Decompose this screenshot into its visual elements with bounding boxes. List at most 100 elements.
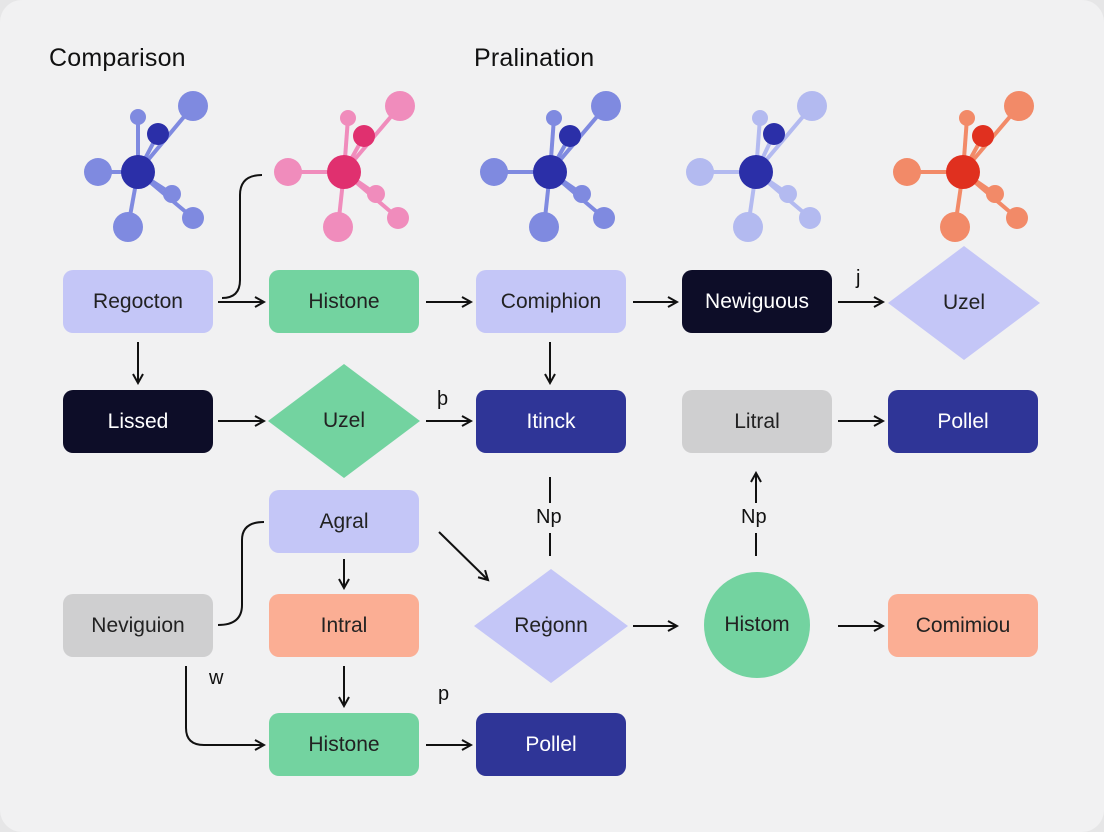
node-histone-top-label: Histone bbox=[308, 289, 380, 313]
node-histone-bottom-label: Histone bbox=[308, 732, 380, 756]
atom bbox=[797, 91, 827, 121]
atom bbox=[323, 212, 353, 242]
atom bbox=[893, 158, 921, 186]
molecule-red-icon bbox=[893, 91, 1034, 242]
node-pollel-right[interactable]: Pollel bbox=[888, 390, 1038, 453]
atom bbox=[752, 110, 768, 126]
node-histone-bottom[interactable]: Histone bbox=[269, 713, 419, 776]
node-uzel-right[interactable]: Uzel bbox=[888, 246, 1040, 360]
node-comiphion[interactable]: Comiphion bbox=[476, 270, 626, 333]
atom bbox=[940, 212, 970, 242]
node-lissed[interactable]: Lissed bbox=[63, 390, 213, 453]
node-lissed-label: Lissed bbox=[107, 409, 169, 433]
atom bbox=[340, 110, 356, 126]
node-histom[interactable]: Histom bbox=[704, 572, 810, 678]
node-uzel-right-label: Uzel bbox=[942, 291, 985, 314]
node-newiguous[interactable]: Newiguous bbox=[682, 270, 832, 333]
node-comimiou-label: Comimiou bbox=[915, 613, 1011, 637]
atom bbox=[573, 185, 591, 203]
atom bbox=[480, 158, 508, 186]
node-agral[interactable]: Agral bbox=[269, 490, 419, 553]
node-uzel-green-label: Uzel bbox=[322, 409, 365, 432]
molecule-blue-3-icon bbox=[686, 91, 827, 242]
molecule-blue-1-icon bbox=[84, 91, 208, 242]
atom bbox=[529, 212, 559, 242]
node-agral-label: Agral bbox=[319, 509, 369, 533]
node-histom-label: Histom bbox=[724, 613, 790, 636]
node-uzel-green[interactable]: Uzel bbox=[268, 364, 420, 478]
secondary-core-atom bbox=[763, 123, 785, 145]
core-atom bbox=[739, 155, 773, 189]
edge-label-w: w bbox=[209, 667, 224, 689]
secondary-core-atom bbox=[353, 125, 375, 147]
node-histone-top[interactable]: Histone bbox=[269, 270, 419, 333]
atom bbox=[686, 158, 714, 186]
atom bbox=[733, 212, 763, 242]
atom bbox=[959, 110, 975, 126]
node-itinck[interactable]: Itinck bbox=[476, 390, 626, 453]
molecule-row bbox=[84, 91, 1034, 242]
node-comimiou[interactable]: Comimiou bbox=[888, 594, 1038, 657]
atom bbox=[163, 185, 181, 203]
node-litral[interactable]: Litral bbox=[682, 390, 832, 453]
edge-neviguion-agral bbox=[217, 521, 265, 626]
atom bbox=[130, 109, 146, 125]
node-pollel-bottom-label: Pollel bbox=[525, 732, 577, 756]
secondary-core-atom bbox=[147, 123, 169, 145]
node-comiphion-label: Comiphion bbox=[500, 289, 602, 313]
atom bbox=[113, 212, 143, 242]
edge-neviguion-histone bbox=[185, 666, 264, 745]
secondary-core-atom bbox=[972, 125, 994, 147]
atom bbox=[593, 207, 615, 229]
edge-agral-regonn bbox=[438, 531, 488, 580]
atom bbox=[799, 207, 821, 229]
node-pollel-right-label: Pollel bbox=[937, 409, 989, 433]
node-litral-label: Litral bbox=[734, 409, 780, 433]
secondary-core-atom bbox=[559, 125, 581, 147]
node-itinck-label: Itinck bbox=[526, 409, 576, 433]
atom bbox=[591, 91, 621, 121]
atom bbox=[178, 91, 208, 121]
diamond-shape bbox=[474, 569, 628, 683]
diamond-shape bbox=[888, 246, 1040, 360]
atom bbox=[385, 91, 415, 121]
edge-label-j: j bbox=[856, 267, 861, 289]
diamond-shape bbox=[268, 364, 420, 478]
node-regonn[interactable]: Reġonn bbox=[474, 569, 628, 683]
edge-label-p-top: þ bbox=[437, 388, 449, 410]
atom bbox=[1006, 207, 1028, 229]
edge-regocton-molecule bbox=[221, 174, 263, 299]
core-atom bbox=[946, 155, 980, 189]
node-regocton[interactable]: Regocton bbox=[63, 270, 213, 333]
atom bbox=[84, 158, 112, 186]
edge-label-np-right: Np bbox=[741, 506, 767, 528]
molecule-blue-2-icon bbox=[480, 91, 621, 242]
node-pollel-bottom[interactable]: Pollel bbox=[476, 713, 626, 776]
atom bbox=[182, 207, 204, 229]
node-regocton-label: Regocton bbox=[93, 289, 183, 313]
molecule-pink-icon bbox=[274, 91, 415, 242]
node-neviguion-label: Neviguion bbox=[91, 613, 185, 637]
atom bbox=[367, 185, 385, 203]
atom bbox=[387, 207, 409, 229]
core-atom bbox=[121, 155, 155, 189]
node-intral-label: Intral bbox=[320, 613, 368, 637]
node-newiguous-label: Newiguous bbox=[705, 289, 809, 313]
arrow-edges bbox=[138, 174, 883, 745]
heading-comparison: Comparison bbox=[49, 44, 186, 72]
node-intral[interactable]: Intral bbox=[269, 594, 419, 657]
atom bbox=[1004, 91, 1034, 121]
atom bbox=[779, 185, 797, 203]
atom bbox=[986, 185, 1004, 203]
atom bbox=[546, 110, 562, 126]
edge-label-np-left: Np bbox=[536, 506, 562, 528]
edge-label-p-bottom: p bbox=[438, 683, 450, 705]
heading-pralination: Pralination bbox=[474, 44, 595, 72]
core-atom bbox=[533, 155, 567, 189]
atom bbox=[274, 158, 302, 186]
core-atom bbox=[327, 155, 361, 189]
node-neviguion[interactable]: Neviguion bbox=[63, 594, 213, 657]
node-regonn-label: Reġonn bbox=[514, 614, 588, 637]
